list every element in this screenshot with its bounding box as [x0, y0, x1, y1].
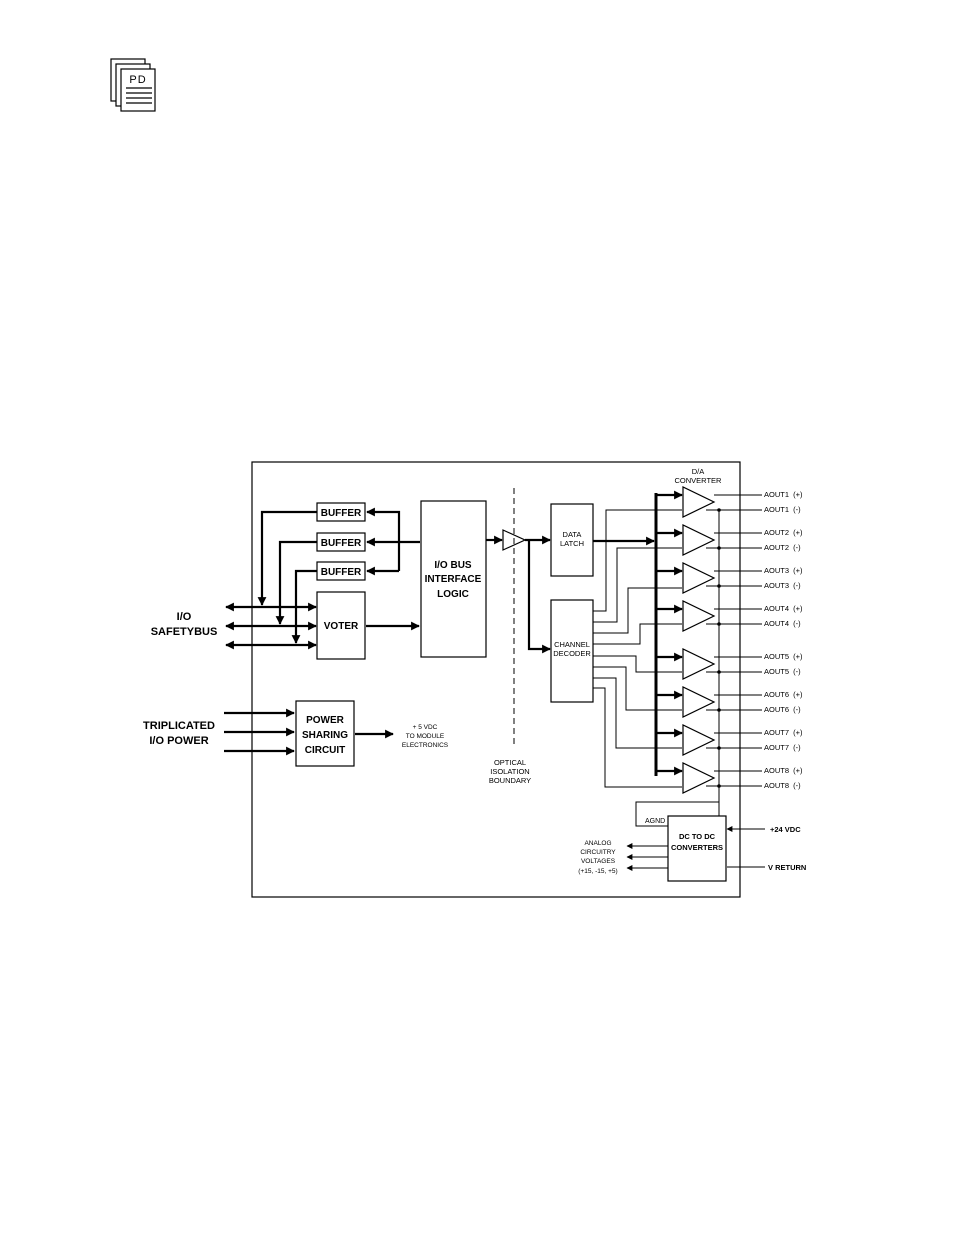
- io-bus-label-3: LOGIC: [437, 589, 469, 600]
- optical-label-3: BOUNDARY: [489, 776, 531, 785]
- buffer-label-1: BUFFER: [321, 508, 362, 519]
- vreturn-label: V RETURN: [768, 863, 806, 872]
- buffer1-to-bus: [257, 510, 317, 606]
- power-sharing-label-3: CIRCUIT: [305, 745, 346, 756]
- dac-channels: AOUT1 (+) AOUT1 (-) AOUT2 (+) AOUT2 (-) AOUT…: [656, 486, 803, 794]
- data-latch-label-2: LATCH: [560, 539, 584, 548]
- aout-plus-label-4: AOUT4 (+): [764, 604, 803, 613]
- agnd-line: [635, 801, 719, 827]
- aout-plus-label-1: AOUT1 (+): [764, 490, 803, 499]
- channel-decoder-label-1: CHANNEL: [554, 640, 590, 649]
- aout-plus-label-2: AOUT2 (+): [764, 528, 803, 537]
- aout-plus-label-6: AOUT6 (+): [764, 690, 803, 699]
- analog-label-2: CIRCUITRY: [580, 849, 616, 856]
- aout-minus-label-5: AOUT5 (-): [764, 667, 801, 676]
- dac-triangle-2: [682, 524, 716, 556]
- io-bus-label-2: INTERFACE: [425, 574, 482, 585]
- aout-minus-label-2: AOUT2 (-): [764, 543, 801, 552]
- vdc-note-3: ELECTRONICS: [402, 742, 449, 749]
- da-label-2: CONVERTER: [675, 476, 723, 485]
- decoder-line-8: [593, 687, 682, 788]
- agnd-label: AGND: [645, 818, 665, 825]
- aout-minus-label-8: AOUT8 (-): [764, 781, 801, 790]
- dac-triangle-3: [682, 562, 716, 594]
- dac-triangle-8: [682, 762, 716, 794]
- vdc-note-1: + 5 VDC: [413, 724, 438, 731]
- dc-dc-label-1: DC TO DC: [679, 832, 716, 841]
- aout-plus-label-8: AOUT8 (+): [764, 766, 803, 775]
- dac-triangle-1: [682, 486, 716, 518]
- isolator-to-decoder: [527, 540, 551, 654]
- aout-plus-label-7: AOUT7 (+): [764, 728, 803, 737]
- da-label-1: D/A: [692, 467, 705, 476]
- dac-triangle-7: [682, 724, 716, 756]
- dac-triangle-4: [682, 600, 716, 632]
- buffer2-to-bus: [275, 540, 317, 625]
- plus24-label: +24 VDC: [770, 825, 801, 834]
- optical-label-2: ISOLATION: [490, 767, 529, 776]
- io-safetybus-label-2: SAFETYBUS: [151, 626, 218, 638]
- dac-triangle-5: [682, 648, 716, 680]
- aout-minus-label-6: AOUT6 (-): [764, 705, 801, 714]
- triplicated-label-2: I/O POWER: [149, 735, 208, 747]
- vdc-note-2: TO MODULE: [406, 733, 445, 740]
- decoder-line-1: [593, 509, 682, 612]
- decoder-line-6: [593, 666, 682, 711]
- io-bus-interface-logic-box: [420, 500, 487, 658]
- decoder-line-4: [593, 623, 682, 645]
- module-frame: [251, 461, 741, 898]
- pd-icon-text: PD: [129, 74, 146, 86]
- buffer-label-2: BUFFER: [321, 538, 362, 549]
- triplicated-label-1: TRIPLICATED: [143, 720, 215, 732]
- decoder-line-2: [593, 547, 682, 623]
- voter-box: [316, 591, 366, 660]
- channel-decoder-box: [550, 599, 594, 703]
- data-latch-label-1: DATA: [563, 530, 582, 539]
- logic-to-buffer1: [366, 507, 401, 571]
- io-bus-label-1: I/O BUS: [434, 560, 472, 571]
- decoder-line-7: [593, 677, 682, 749]
- voter-label: VOTER: [324, 621, 359, 632]
- data-latch-box: [550, 503, 594, 577]
- aout-plus-label-3: AOUT3 (+): [764, 566, 803, 575]
- dac-triangle-6: [682, 686, 716, 718]
- power-sharing-box: [295, 700, 355, 767]
- buffer-label-3: BUFFER: [321, 567, 362, 578]
- channel-decoder-label-2: DECODER: [553, 649, 591, 658]
- power-sharing-label-1: POWER: [306, 715, 345, 726]
- decoder-line-5: [593, 655, 682, 673]
- aout-minus-label-3: AOUT3 (-): [764, 581, 801, 590]
- buffer3-to-bus: [291, 569, 317, 644]
- aout-minus-label-1: AOUT1 (-): [764, 505, 801, 514]
- analog-label-3: VOLTAGES: [581, 858, 616, 865]
- analog-label-4: (+15, -15, +5): [578, 868, 617, 875]
- analog-label-1: ANALOG: [584, 840, 611, 847]
- aout-minus-label-4: AOUT4 (-): [764, 619, 801, 628]
- aout-plus-label-5: AOUT5 (+): [764, 652, 803, 661]
- dc-dc-label-2: CONVERTERS: [671, 843, 723, 852]
- pd-document-icon: PD: [110, 58, 156, 112]
- power-sharing-label-2: SHARING: [302, 730, 348, 741]
- dc-to-dc-converters-box: [667, 815, 727, 882]
- io-safetybus-label-1: I/O: [177, 611, 192, 623]
- optical-label-1: OPTICAL: [494, 758, 526, 767]
- aout-minus-label-7: AOUT7 (-): [764, 743, 801, 752]
